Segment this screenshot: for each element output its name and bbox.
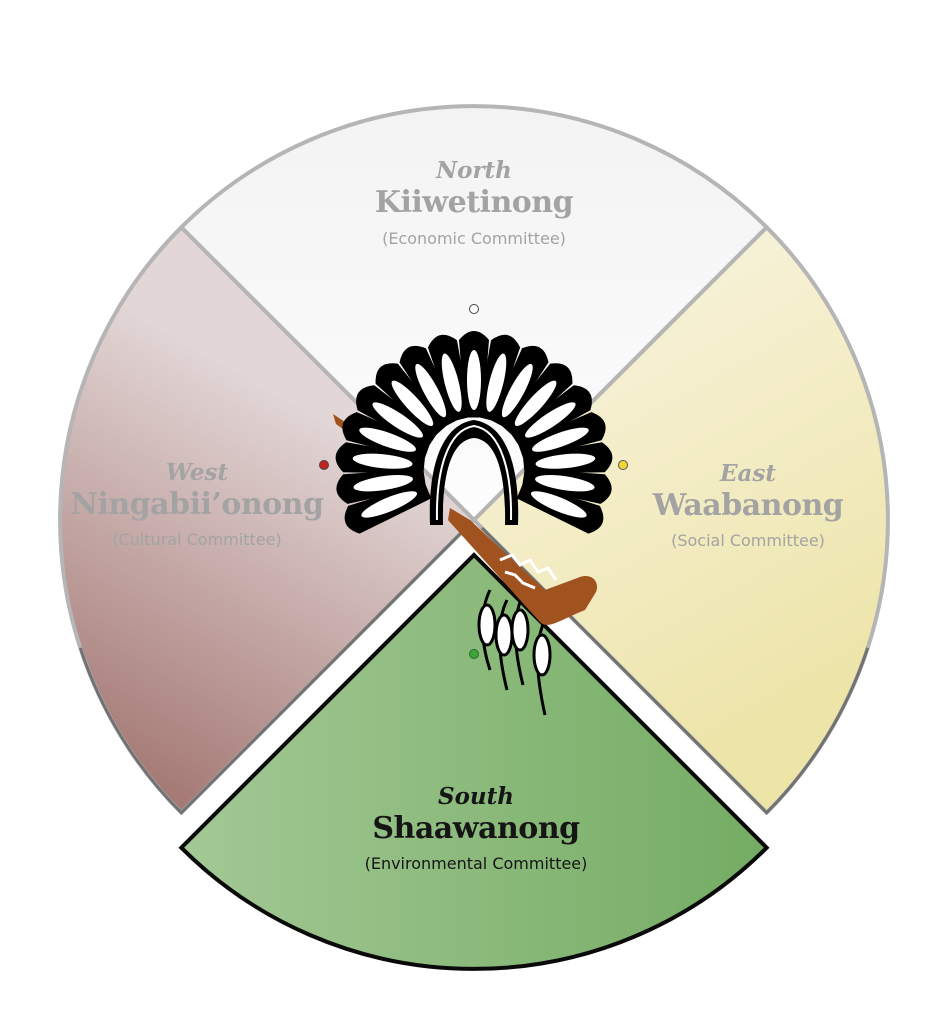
feather-highlight: [441, 353, 462, 412]
north-label: North Kiiwetinong (Economic Committee): [375, 157, 574, 248]
east-name: Waabanong: [652, 488, 844, 523]
feather-highlight: [535, 453, 596, 469]
dangle-bead: [494, 613, 514, 657]
feather-highlight: [514, 380, 557, 427]
feather-highlight: [532, 427, 589, 452]
pipe-body: [448, 508, 598, 625]
south-committee: (Environmental Committee): [365, 854, 588, 873]
north-committee: (Economic Committee): [382, 229, 566, 248]
north-name: Kiiwetinong: [375, 185, 574, 220]
dangle-bead: [477, 603, 497, 647]
west-color-dot: [319, 460, 329, 470]
feather-highlight: [486, 353, 507, 412]
pipe-pattern: [499, 553, 558, 590]
feather-highlight: [372, 402, 423, 438]
feather-highlight: [467, 350, 481, 410]
feather-highlight: [353, 475, 413, 492]
feather-highlight: [361, 491, 418, 518]
north-direction: North: [435, 157, 512, 184]
headdress-and-pipe-icon: [333, 331, 613, 716]
quadrant-south[interactable]: [178, 552, 770, 971]
feather-highlight: [391, 380, 434, 427]
east-color-dot: [618, 460, 628, 470]
feather-highlight: [352, 453, 413, 469]
south-direction: South: [438, 783, 514, 810]
east-direction: East: [719, 460, 776, 487]
east-rim-shadow: [480, 526, 870, 815]
south-name: Shaawanong: [372, 811, 580, 846]
south-color-dot: [469, 649, 479, 659]
north-color-dot: [469, 304, 479, 314]
feather-highlight: [535, 475, 595, 492]
west-committee: (Cultural Committee): [112, 530, 281, 549]
headband-arch: [429, 420, 519, 525]
feather-highlight: [501, 363, 533, 418]
feather-highlight: [415, 363, 447, 418]
feather-highlight: [530, 491, 587, 518]
west-label: West Ningabii’onong (Cultural Committee): [71, 459, 325, 549]
west-direction: West: [166, 459, 229, 486]
west-rim-shadow: [78, 526, 468, 815]
south-label: South Shaawanong (Environmental Committe…: [365, 783, 588, 873]
dangle-bead: [510, 608, 530, 652]
west-name: Ningabii’onong: [71, 487, 324, 522]
east-label: East Waabanong (Social Committee): [652, 460, 845, 550]
feather-highlight: [525, 402, 576, 438]
east-committee: (Social Committee): [671, 531, 825, 550]
feather-highlight: [359, 427, 416, 452]
headband-arch-highlight: [435, 424, 513, 521]
dangle-bead: [532, 633, 552, 677]
